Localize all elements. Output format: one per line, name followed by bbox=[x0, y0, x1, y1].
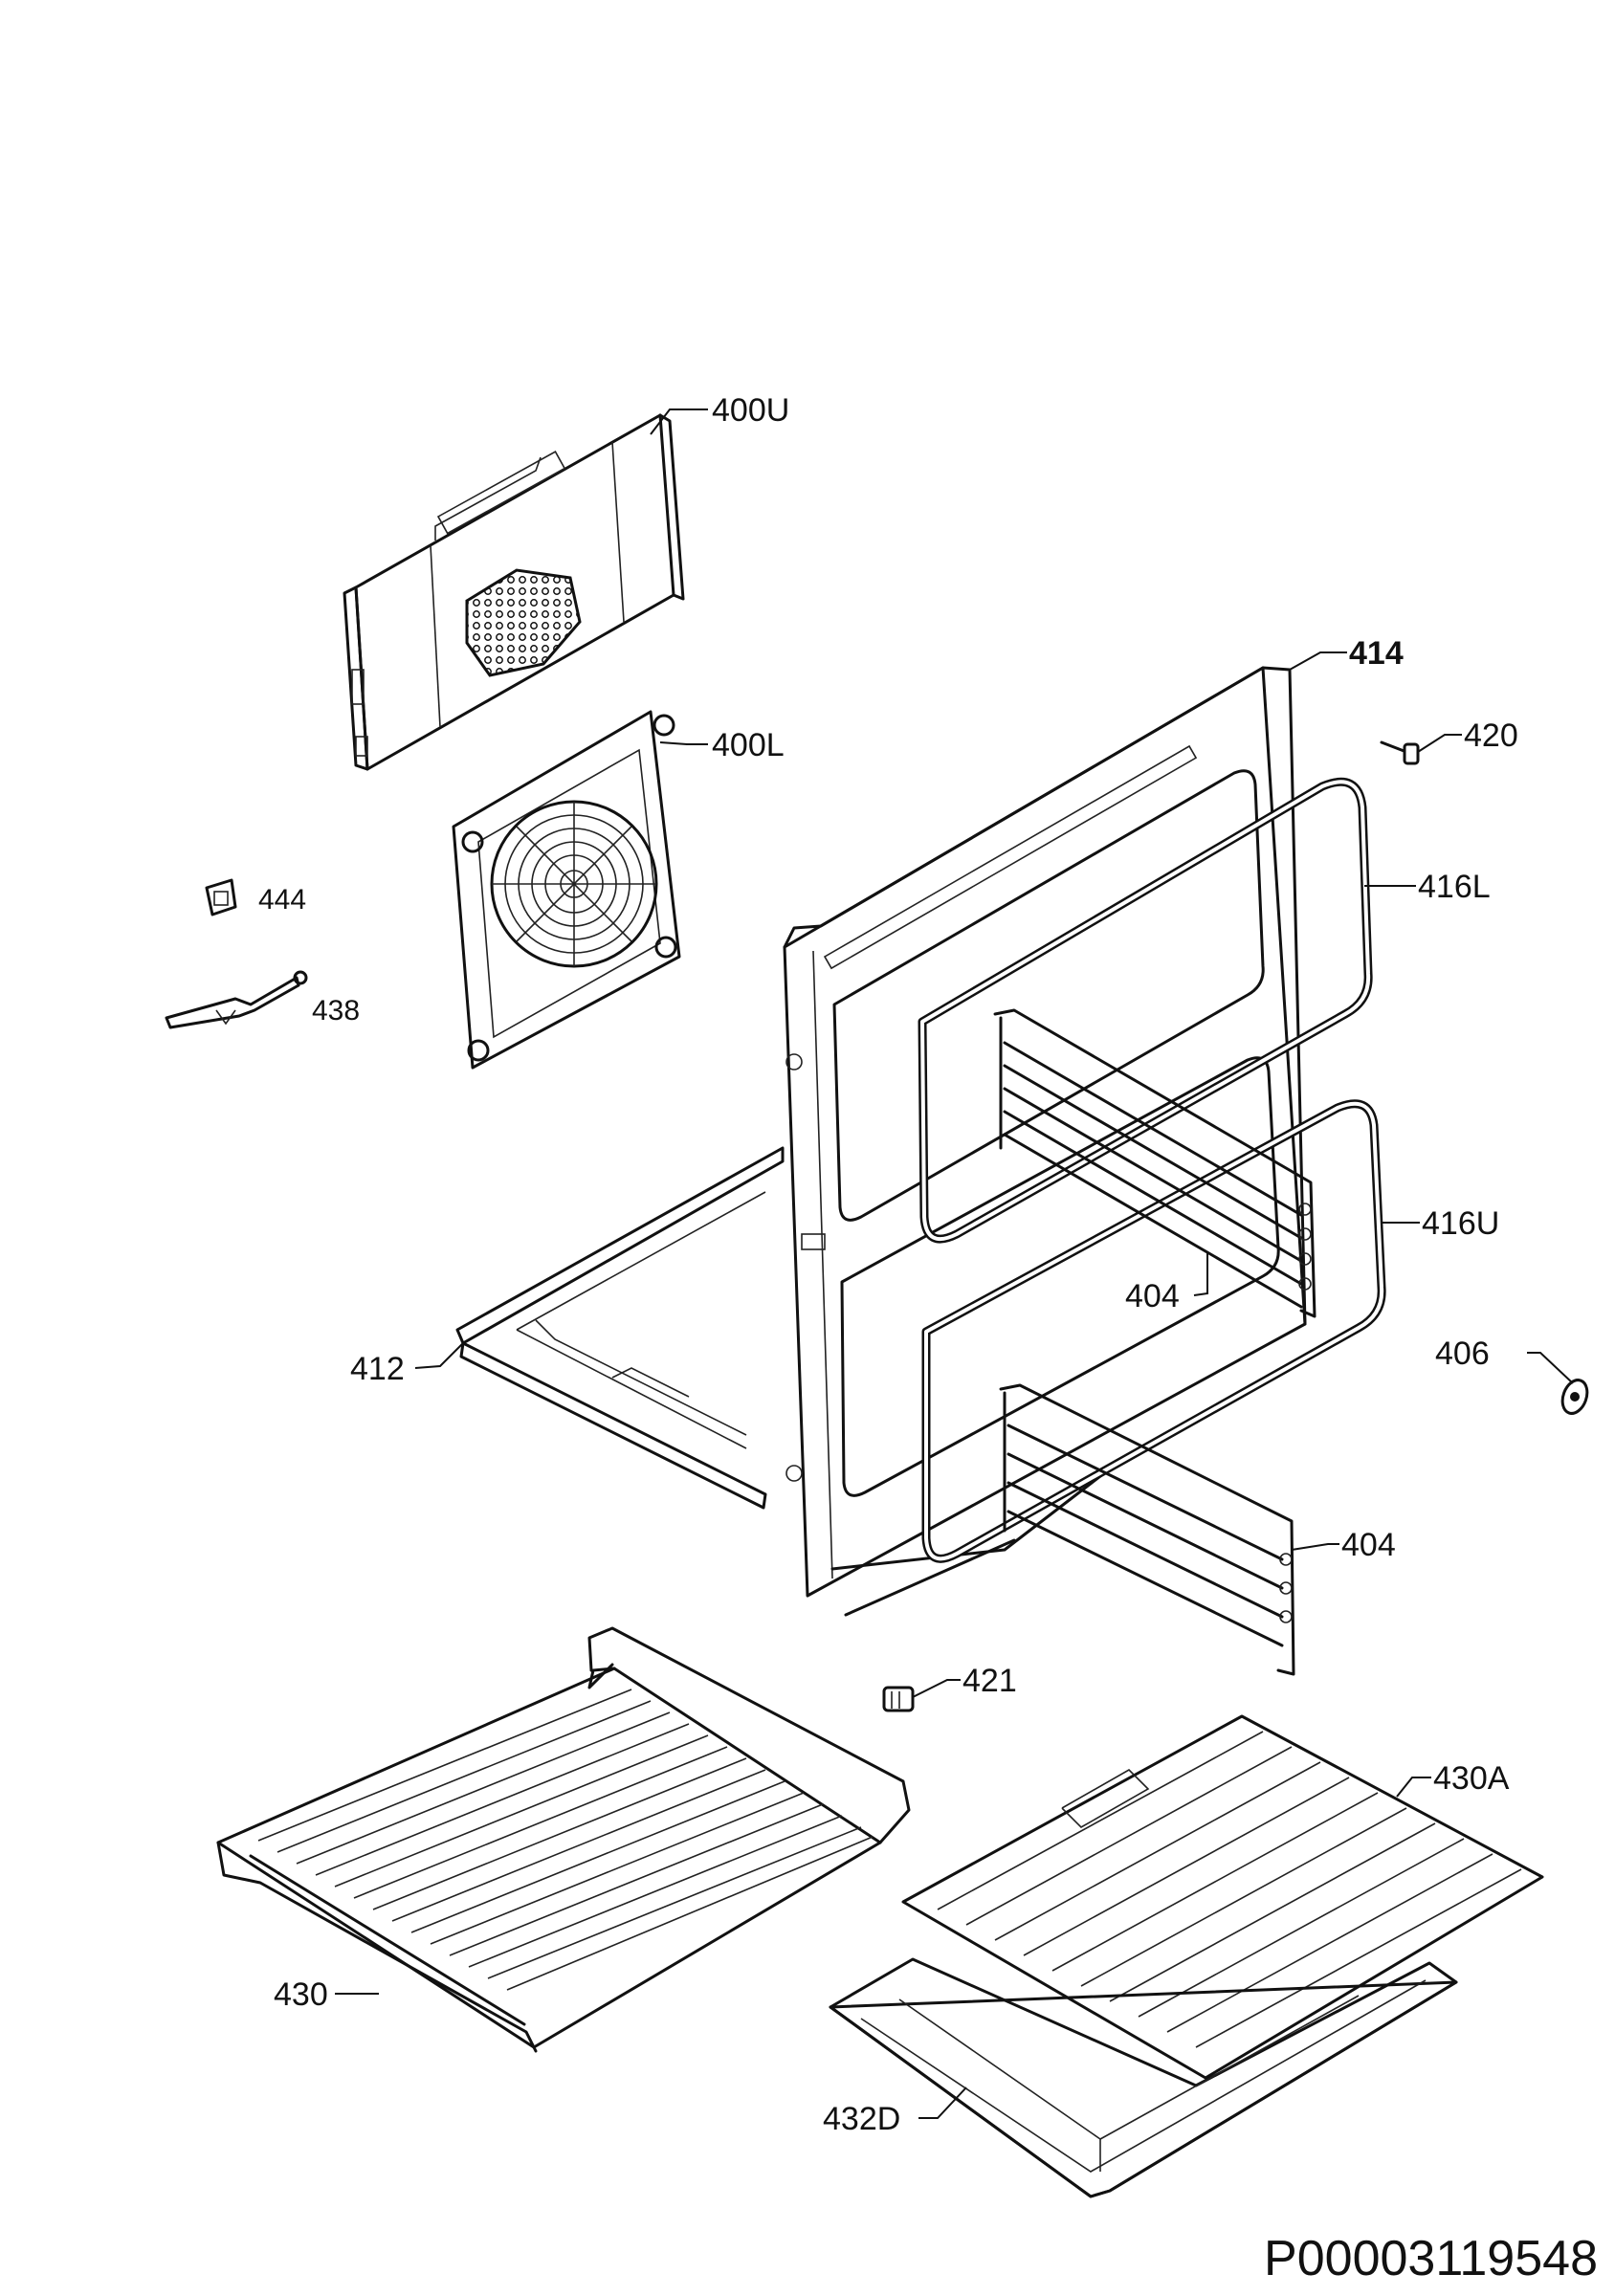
label-412: 412 bbox=[350, 1351, 405, 1387]
upper-door-gasket-part bbox=[918, 777, 1373, 1244]
label-404-upper: 404 bbox=[1125, 1278, 1180, 1314]
lamp-part-421 bbox=[882, 1686, 915, 1712]
side-runner-part bbox=[455, 1146, 785, 1510]
lower-shelf-rail-part bbox=[999, 1383, 1295, 1676]
rear-fan-cover-part bbox=[343, 413, 685, 771]
label-400U: 400U bbox=[712, 392, 789, 429]
wire-shelf-part bbox=[216, 1626, 911, 2053]
label-430: 430 bbox=[274, 1976, 328, 2013]
label-421: 421 bbox=[962, 1663, 1017, 1699]
lower-door-gasket-part bbox=[921, 1099, 1386, 1563]
document-code: P00003119548 bbox=[1264, 2231, 1598, 2286]
fan-housing-part bbox=[452, 710, 681, 1070]
label-404-lower: 404 bbox=[1341, 1527, 1396, 1563]
leader-lines bbox=[335, 408, 1574, 2119]
part-labels: 400U 400L 414 420 416L 444 438 416U 404 … bbox=[258, 392, 1518, 2137]
upper-shelf-rail-part bbox=[993, 1008, 1316, 1318]
label-444: 444 bbox=[258, 884, 306, 916]
screw-part-420 bbox=[1380, 740, 1420, 765]
knob-part-406 bbox=[1560, 1379, 1589, 1415]
grid-rack-part bbox=[901, 1714, 1544, 2080]
bracket-part-438 bbox=[165, 970, 308, 1029]
label-416L: 416L bbox=[1418, 869, 1491, 905]
label-430A: 430A bbox=[1433, 1760, 1510, 1797]
label-400L: 400L bbox=[712, 727, 785, 763]
baking-tray-part bbox=[829, 1957, 1458, 2198]
label-420: 420 bbox=[1464, 718, 1518, 754]
label-438: 438 bbox=[312, 995, 360, 1027]
label-432D: 432D bbox=[823, 2101, 900, 2137]
label-414: 414 bbox=[1349, 635, 1404, 672]
label-406: 406 bbox=[1435, 1336, 1490, 1372]
clip-part-444 bbox=[205, 878, 237, 916]
label-416U: 416U bbox=[1422, 1205, 1499, 1242]
